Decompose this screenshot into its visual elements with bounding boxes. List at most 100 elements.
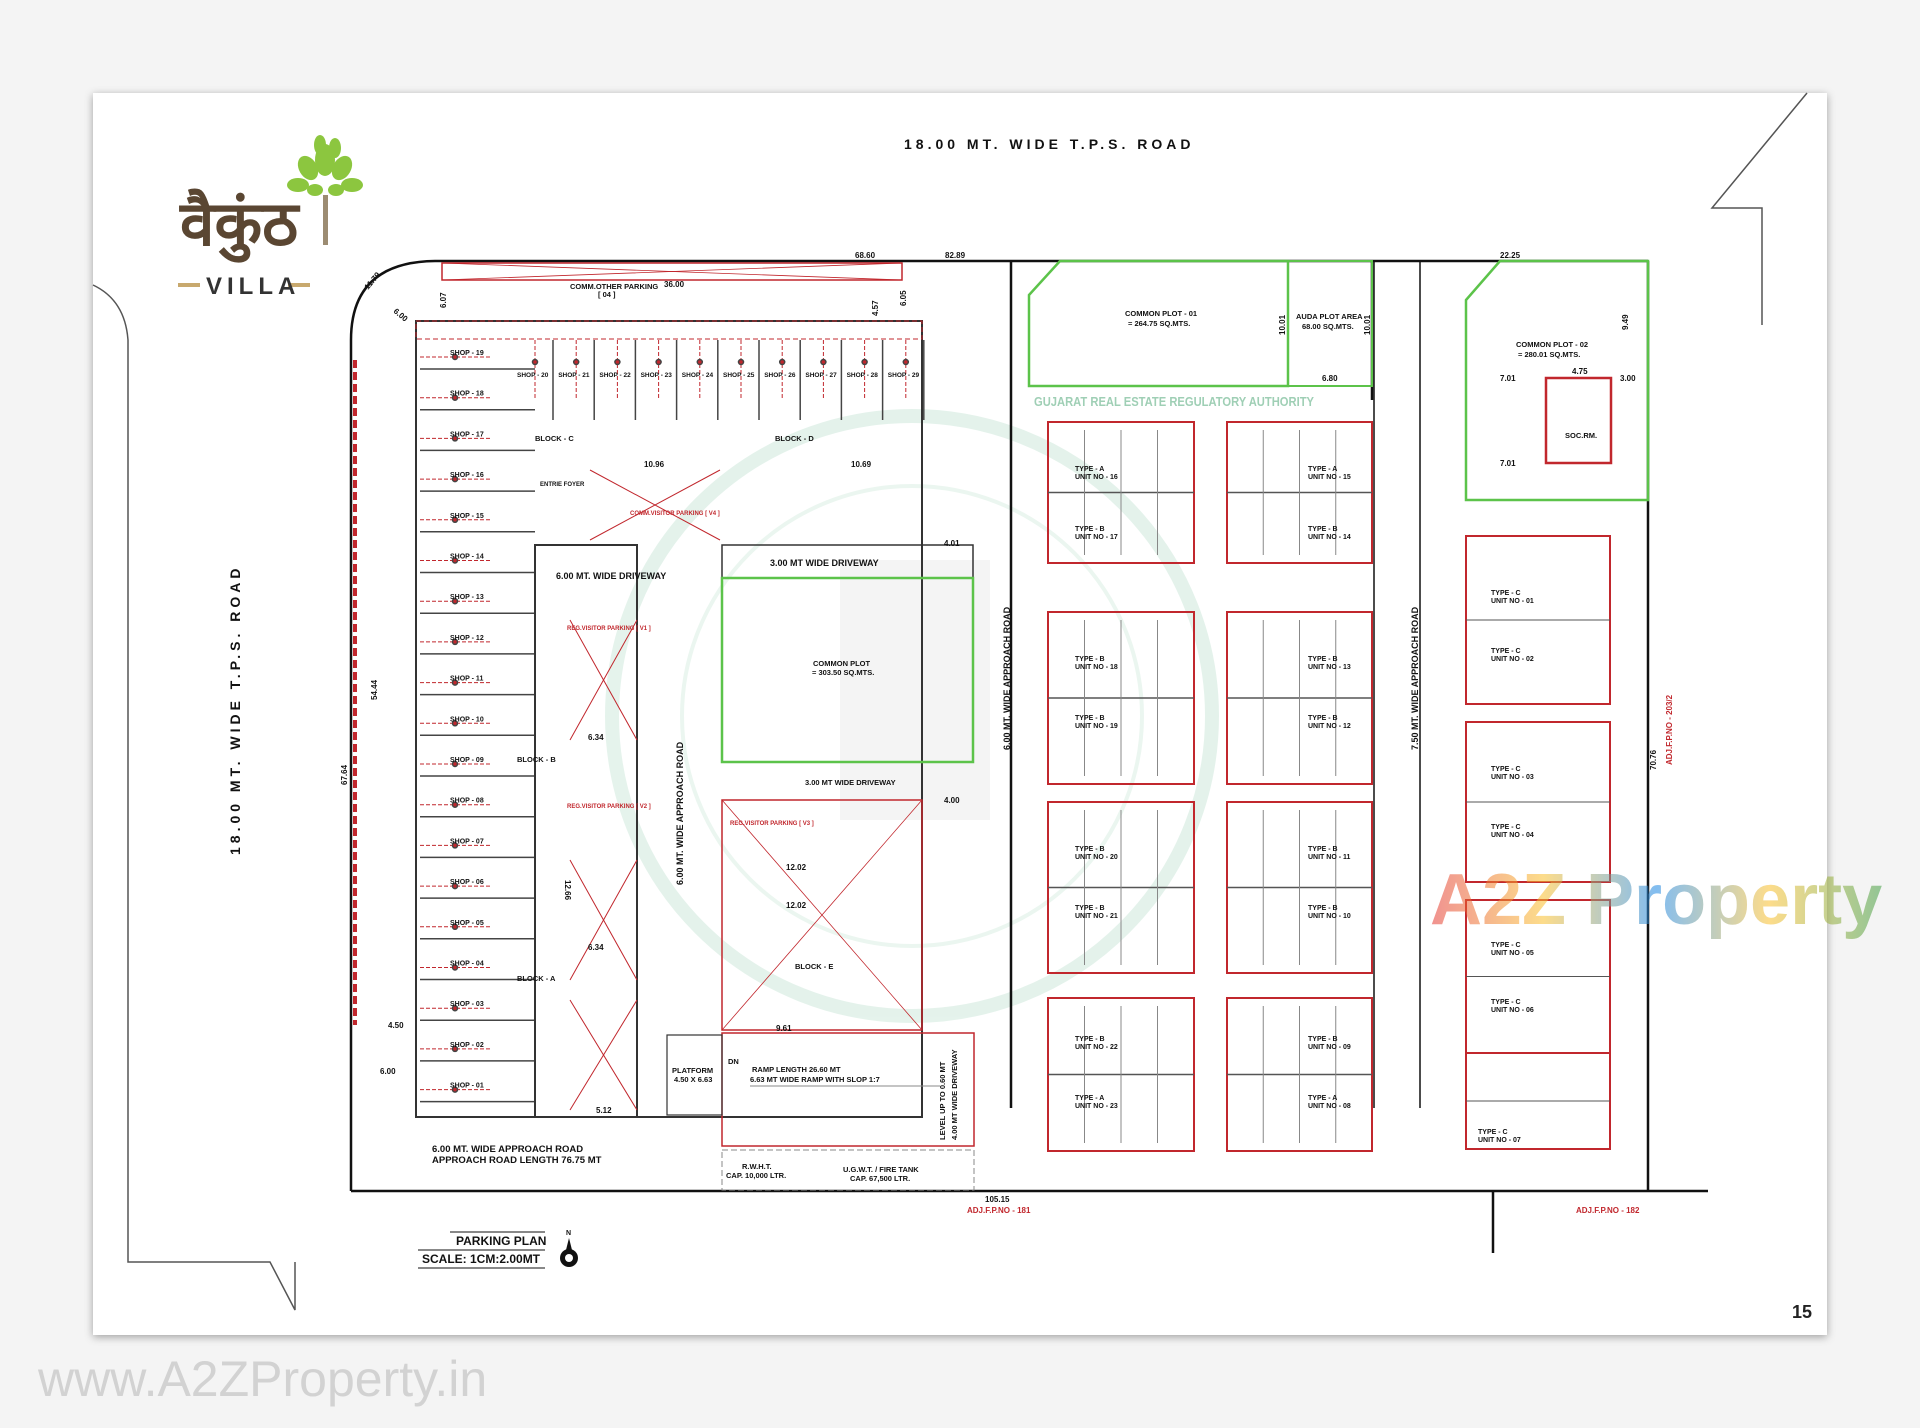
rwht-capacity: CAP. 10,000 LTR. [726,1171,786,1180]
unit-number: UNIT NO - 04 [1491,832,1534,839]
adjacent-fp-182: ADJ.F.P.NO - 182 [1576,1206,1640,1215]
fire-tank-label: U.G.W.T. / FIRE TANK [843,1165,919,1174]
common-plot [720,576,975,764]
dim-70-76: 70.76 [1649,749,1658,770]
driveway-left-label: 6.00 MT. WIDE DRIVEWAY [556,571,666,581]
dim-6-34-b: 6.34 [588,943,604,952]
shop-label: SHOP - 14 [450,554,484,561]
shop-label: SHOP - 28 [847,372,879,379]
shop-label: SHOP - 29 [888,372,920,379]
dim-54-44: 54.44 [370,679,379,700]
comm-other-parking: COMM.OTHER PARKING [570,282,658,291]
unit-type: TYPE - B [1308,846,1338,853]
shop-label: SHOP - 07 [450,838,484,845]
left-parking-building [353,320,975,1191]
unit-number: UNIT NO - 12 [1308,723,1351,730]
unit-type: TYPE - A [1075,466,1104,473]
unit-number: UNIT NO - 08 [1308,1103,1351,1110]
logo-devanagari: वैकुंठ [179,187,301,263]
unit-type: TYPE - B [1308,1036,1338,1043]
bottom-approach-road: 6.00 MT. WIDE APPROACH ROAD [432,1144,583,1155]
block-a-label: BLOCK - A [517,974,556,983]
dim-5-12: 5.12 [596,1106,612,1115]
unit-number: UNIT NO - 05 [1491,950,1534,957]
unit-type: TYPE - C [1491,766,1521,773]
block-d-label: BLOCK - D [775,434,814,443]
common-plot-01-area: = 264.75 SQ.MTS. [1128,319,1190,328]
entrie-foyer-label: ENTRIE FOYER [540,482,585,488]
rwht-label: R.W.H.T. [742,1162,772,1171]
unit-number: UNIT NO - 17 [1075,534,1118,541]
unit-number: UNIT NO - 19 [1075,723,1118,730]
dn-label: DN [728,1057,739,1066]
unit-number: UNIT NO - 11 [1308,854,1351,861]
common-plot-label: COMMON PLOT [813,659,870,668]
unit-number: UNIT NO - 23 [1075,1103,1118,1110]
driveway-top-label: 3.00 MT WIDE DRIVEWAY [770,558,879,568]
society-room [1544,376,1613,465]
page-number: 15 [1792,1302,1813,1322]
shop-label: SHOP - 13 [450,594,484,601]
unit-number: UNIT NO - 21 [1075,913,1118,920]
unit-number: UNIT NO - 22 [1075,1044,1118,1051]
block-b-label: BLOCK - B [517,755,556,764]
dim-4-50: 4.50 [388,1021,404,1030]
unit-number: UNIT NO - 16 [1075,474,1118,481]
unit-number: UNIT NO - 06 [1491,1007,1534,1014]
unit-type: TYPE - B [1308,715,1338,722]
unit-type: TYPE - C [1478,1129,1508,1136]
adjacent-fp-181: ADJ.F.P.NO - 181 [967,1206,1031,1215]
bottom-approach-length: APPROACH ROAD LENGTH 76.75 MT [432,1155,602,1166]
shop-label: SHOP - 06 [450,879,484,886]
unit-number: UNIT NO - 07 [1478,1137,1521,1144]
top-parking-strip [441,262,903,281]
dim-7-01-b: 7.01 [1500,459,1516,468]
unit-type: TYPE - C [1491,648,1521,655]
unit-type: TYPE - B [1075,846,1105,853]
level-up-label: LEVEL UP TO 0.60 MT [938,1061,947,1140]
unit-number: UNIT NO - 14 [1308,534,1351,541]
unit-type: TYPE - B [1308,656,1338,663]
comm-visitor-v4: COMM.VISITOR PARKING [ V4 ] [630,511,720,517]
unit-type: TYPE - B [1075,905,1105,912]
shop-label: SHOP - 20 [517,372,549,379]
shop-label: SHOP - 03 [450,1001,484,1008]
shop-label: SHOP - 01 [450,1083,484,1090]
dim-68-60: 68.60 [855,251,876,260]
unit-number: UNIT NO - 20 [1075,854,1118,861]
shop-label: SHOP - 19 [450,350,484,357]
unit-type: TYPE - B [1075,1036,1105,1043]
dim-4-75: 4.75 [1572,367,1588,376]
plan-scale: SCALE: 1CM:2.00MT [422,1252,541,1266]
unit-type: TYPE - A [1075,1095,1104,1102]
unit-number: UNIT NO - 03 [1491,774,1534,781]
common-plot-01 [1027,259,1290,388]
approach-road-right-2: 7.50 MT. WIDE APPROACH ROAD [1410,606,1420,750]
dim-4-57: 4.57 [871,300,880,316]
dim-4-00: 4.00 [944,796,960,805]
shop-label: SHOP - 17 [450,431,484,438]
dim-9-49: 9.49 [1621,314,1630,330]
shop-label: SHOP - 23 [641,372,673,379]
unit-number: UNIT NO - 18 [1075,664,1118,671]
ramp-length: RAMP LENGTH 26.60 MT [752,1065,841,1074]
shop-label: SHOP - 24 [682,372,714,379]
shop-label: SHOP - 16 [450,472,484,479]
unit-number: UNIT NO - 13 [1308,664,1351,671]
unit-type: TYPE - B [1075,656,1105,663]
reg-visitor-v3: REG.VISITOR PARKING [ V3 ] [730,821,814,827]
unit-type: TYPE - C [1491,942,1521,949]
dim-6-80: 6.80 [1322,374,1338,383]
adjacent-fp-203: ADJ.F.P.NO - 203/2 [1665,694,1674,765]
common-plot-02-area: = 280.01 SQ.MTS. [1518,350,1580,359]
shop-label: SHOP - 15 [450,513,484,520]
unit-type: TYPE - B [1308,526,1338,533]
unit-type: TYPE - C [1491,999,1521,1006]
dim-12-02-b: 12.02 [786,901,807,910]
unit-type: TYPE - B [1075,526,1105,533]
auda-plot-area: 68.00 SQ.MTS. [1302,322,1354,331]
ramp-description: 6.63 MT WIDE RAMP WITH SLOP 1:7 [750,1075,880,1084]
unit-number: UNIT NO - 10 [1308,913,1351,920]
rera-watermark-text: GUJARAT REAL ESTATE REGULATORY AUTHORITY [1034,394,1314,409]
